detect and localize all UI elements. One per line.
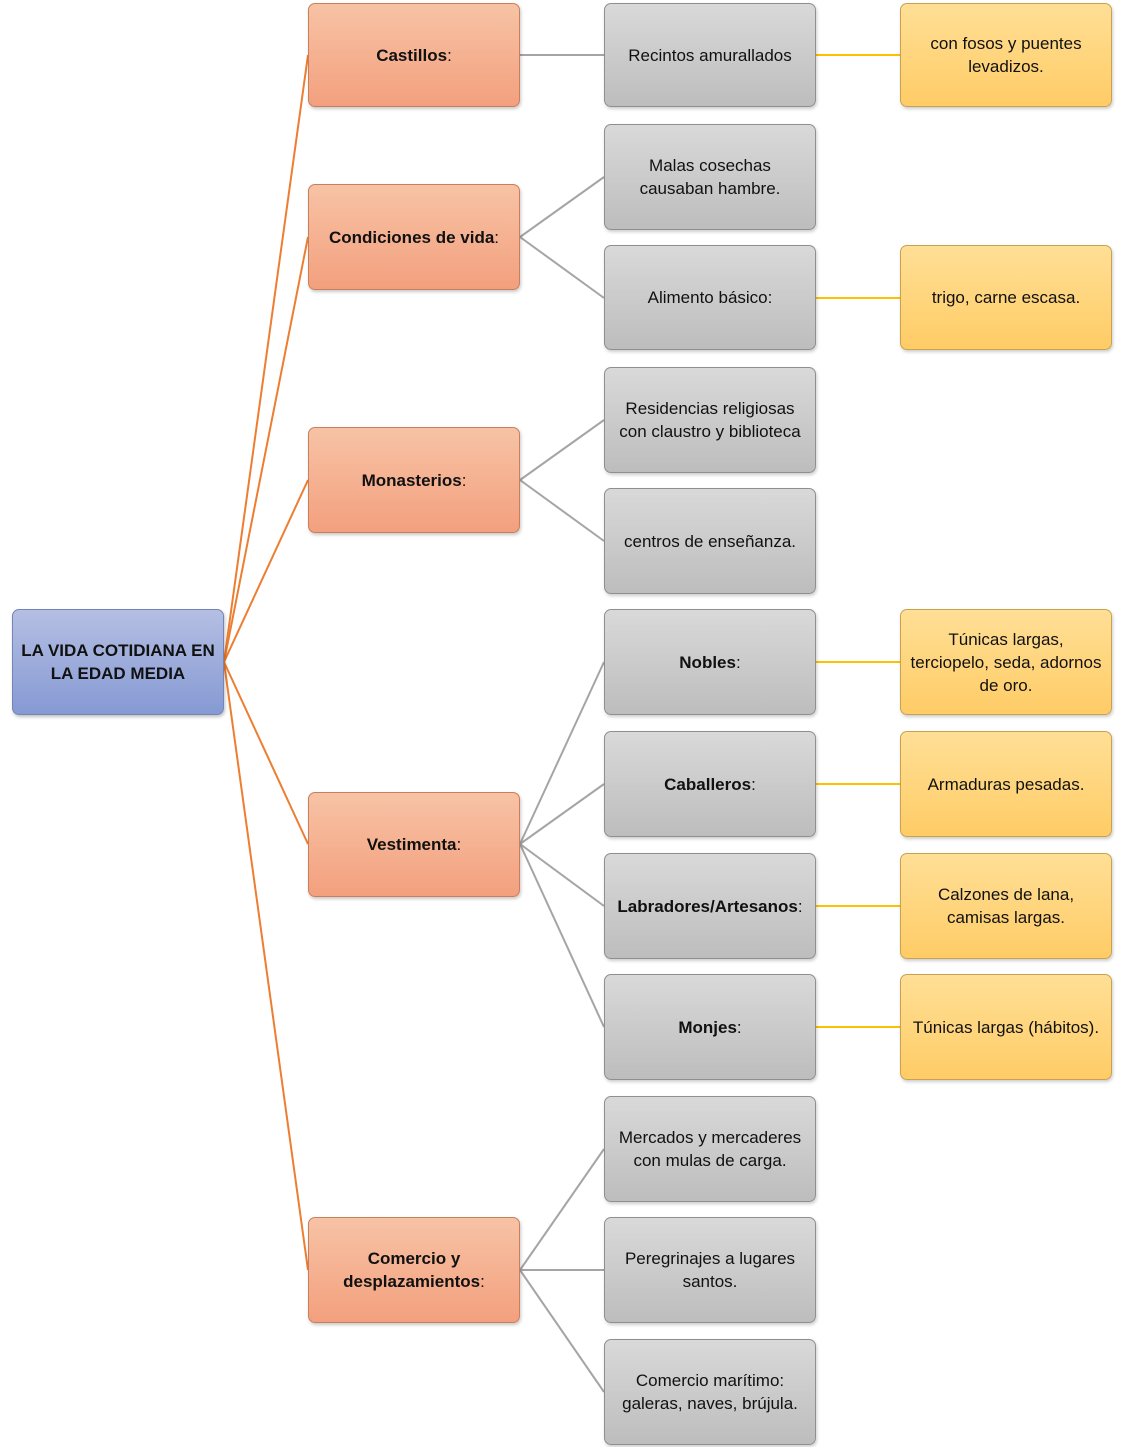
root-node: LA VIDA COTIDIANA EN LA EDAD MEDIA: [12, 609, 224, 715]
category-connector-line: [519, 843, 605, 907]
detail-node: Túnicas largas (hábitos).: [900, 974, 1112, 1080]
category-suffix: :: [456, 835, 462, 854]
category-label: Condiciones de vida: [328, 227, 495, 247]
detail-label: con fosos y puentes levadizos.: [930, 34, 1082, 76]
item-label: Comercio marítimo: galeras, naves, brúju…: [622, 1371, 798, 1413]
root-connector-line: [223, 54, 309, 663]
detail-label: Armaduras pesadas.: [927, 774, 1085, 794]
item-node: Nobles:: [604, 609, 816, 715]
detail-label: trigo, carne escasa.: [931, 288, 1081, 307]
detail-node: Túnicas largas, terciopelo, seda, adorno…: [900, 609, 1112, 715]
item-node: Alimento básico:: [604, 245, 816, 350]
detail-node: Calzones de lana, camisas largas.: [900, 853, 1112, 959]
category-suffix: :: [494, 227, 500, 247]
item-node: Comercio marítimo: galeras, naves, brúju…: [604, 1339, 816, 1445]
item-label: Residencias religiosas con claustro y bi…: [619, 399, 801, 441]
item-node: centros de enseñanza.: [604, 488, 816, 594]
category-connector-line: [519, 843, 605, 1028]
category-node-castillos: Castillos:: [308, 3, 520, 107]
item-suffix: :: [735, 652, 741, 672]
detail-label: Túnicas largas (hábitos).: [912, 1017, 1100, 1037]
item-label: Caballeros: [664, 774, 752, 794]
category-label: Vestimenta: [366, 835, 457, 854]
item-label: Alimento básico:: [647, 288, 773, 307]
category-connector-line: [519, 783, 605, 845]
category-label: Monasterios: [361, 470, 462, 490]
detail-label: Túnicas largas, terciopelo, seda, adorno…: [910, 629, 1102, 695]
item-label: centros de enseñanza.: [623, 531, 796, 551]
root-label: LA VIDA COTIDIANA EN LA EDAD MEDIA: [21, 641, 215, 683]
item-label: Peregrinajes a lugares santos.: [624, 1249, 796, 1291]
category-suffix: :: [480, 1272, 485, 1291]
item-node: Residencias religiosas con claustro y bi…: [604, 367, 816, 473]
category-connector-line: [519, 419, 605, 481]
category-connector-line: [519, 1269, 605, 1393]
root-connector-line: [223, 236, 309, 663]
item-node: Recintos amurallados: [604, 3, 816, 107]
category-label: Comercio y desplazamientos: [343, 1249, 481, 1291]
root-connector-line: [223, 661, 309, 1271]
detail-node: trigo, carne escasa.: [900, 245, 1112, 350]
detail-node: con fosos y puentes levadizos.: [900, 3, 1112, 107]
item-suffix: :: [751, 774, 756, 794]
category-connector-line: [519, 1148, 605, 1271]
item-label: Recintos amurallados: [628, 45, 792, 65]
detail-node: Armaduras pesadas.: [900, 731, 1112, 837]
category-connector-line: [519, 479, 605, 542]
item-node: Labradores/Artesanos:: [604, 853, 816, 959]
item-node: Malas cosechas causaban hambre.: [604, 124, 816, 230]
root-connector-line: [223, 479, 309, 663]
category-connector-line: [519, 236, 605, 299]
category-node-monasterios: Monasterios:: [308, 427, 520, 533]
item-node: Mercados y mercaderes con mulas de carga…: [604, 1096, 816, 1202]
category-suffix: :: [461, 470, 467, 490]
item-suffix: :: [797, 896, 803, 916]
category-connector-line: [519, 176, 605, 238]
category-suffix: :: [447, 45, 452, 65]
category-connector-line: [519, 661, 605, 845]
category-node-comercio: Comercio y desplazamientos:: [308, 1217, 520, 1323]
detail-label: Calzones de lana, camisas largas.: [937, 885, 1075, 927]
category-node-vestimenta: Vestimenta:: [308, 792, 520, 897]
item-label: Malas cosechas causaban hambre.: [639, 156, 781, 198]
item-suffix: :: [736, 1017, 742, 1037]
root-connector-line: [223, 661, 309, 845]
item-node: Peregrinajes a lugares santos.: [604, 1217, 816, 1323]
item-label: Labradores/Artesanos: [617, 896, 798, 916]
item-node: Caballeros:: [604, 731, 816, 837]
category-node-condiciones: Condiciones de vida:: [308, 184, 520, 290]
item-label: Monjes: [678, 1017, 737, 1037]
item-label: Nobles: [679, 652, 736, 672]
item-label: Mercados y mercaderes con mulas de carga…: [618, 1128, 802, 1170]
category-label: Castillos: [376, 45, 448, 65]
item-node: Monjes:: [604, 974, 816, 1080]
